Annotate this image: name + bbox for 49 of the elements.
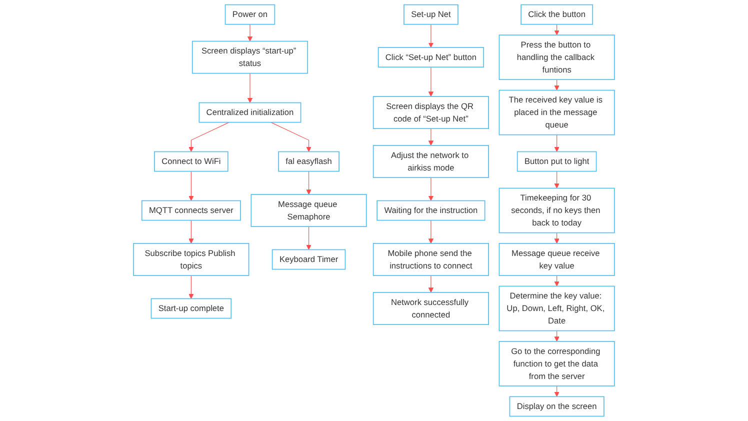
arrow xyxy=(554,330,560,342)
node-box: The received key value is placed in the message queue xyxy=(498,90,615,136)
arrow xyxy=(554,386,560,397)
arrow xyxy=(188,122,230,152)
node-box: Start-up complete xyxy=(150,298,232,319)
arrow xyxy=(428,177,434,201)
arrow xyxy=(554,232,560,244)
node-box: Subscribe topics Publish topics xyxy=(133,243,250,276)
arrow xyxy=(554,79,560,90)
node-box: Message queue receive key value xyxy=(498,243,615,276)
node-box: Set-up Net xyxy=(404,4,458,25)
node-box: Adjust the network to airkiss mode xyxy=(372,145,489,178)
arrow xyxy=(188,171,194,201)
arrow xyxy=(428,24,434,48)
arrow xyxy=(188,275,194,299)
node-box: Determine the key value: Up, Down, Left, Right, OK, Date xyxy=(498,286,615,332)
node-box: Waiting for the instruction xyxy=(376,200,486,221)
node-box: Keyboard Timer xyxy=(272,249,346,270)
node-box: Display on the screen xyxy=(509,396,604,417)
arrow xyxy=(306,226,312,250)
arrow xyxy=(270,122,312,152)
arrow xyxy=(554,134,560,152)
arrow xyxy=(554,275,560,286)
node-box: Click “Set-up Net” button xyxy=(378,47,484,68)
arrow xyxy=(428,128,434,146)
arrow xyxy=(554,24,560,36)
node-box: Network successfully connected xyxy=(372,292,489,325)
node-box: fal easyflash xyxy=(278,151,340,172)
node-box: Screen displays the QR code of “Set-up Net” xyxy=(372,96,489,129)
arrow xyxy=(247,24,253,42)
node-box: Screen displays “start-up” status xyxy=(192,40,308,74)
node-box: Timekeeping for 30 seconds, if no keys then back to today xyxy=(498,188,615,234)
node-box: Power on xyxy=(224,4,276,25)
node-box: MQTT connects server xyxy=(141,200,241,221)
arrow xyxy=(247,73,253,103)
node-box: Message queue Semaphore xyxy=(250,194,367,227)
node-box: Press the button to handling the callback funtions xyxy=(498,34,615,80)
arrow xyxy=(306,171,312,195)
node-box: Click the button xyxy=(520,4,594,25)
node-box: Connect to WiFi xyxy=(154,151,228,172)
arrow xyxy=(428,275,434,293)
arrow xyxy=(428,220,434,244)
arrow xyxy=(188,220,194,244)
arrow xyxy=(554,171,560,188)
node-box: Go to the corresponding function to get the data from the server xyxy=(498,340,615,386)
node-box: Centralized initialization xyxy=(198,102,302,123)
node-box: Mobile phone send the instructions to connect xyxy=(372,243,489,276)
node-box: Button put to light xyxy=(516,151,597,172)
arrow xyxy=(428,66,434,97)
